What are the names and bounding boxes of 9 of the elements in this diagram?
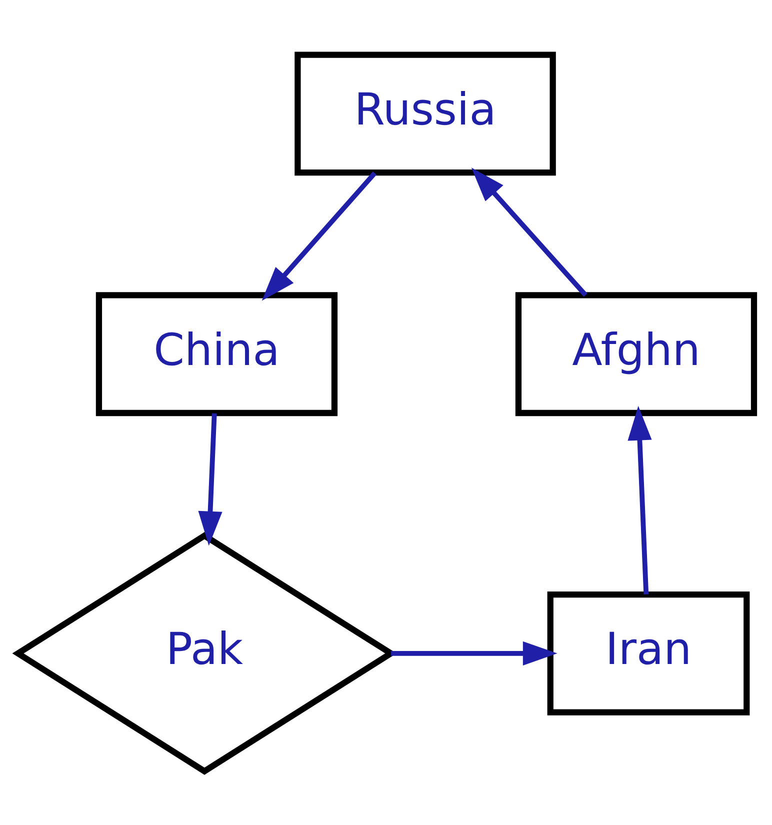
arrow (262, 171, 377, 300)
node-box: China (96, 292, 338, 416)
node-box: Iran (547, 590, 750, 715)
node-box: Afghn (515, 292, 758, 416)
arrow (628, 405, 652, 594)
arrow (471, 167, 588, 296)
node-box: Russia (294, 51, 556, 176)
arrow (390, 640, 558, 665)
arrow (198, 412, 222, 546)
